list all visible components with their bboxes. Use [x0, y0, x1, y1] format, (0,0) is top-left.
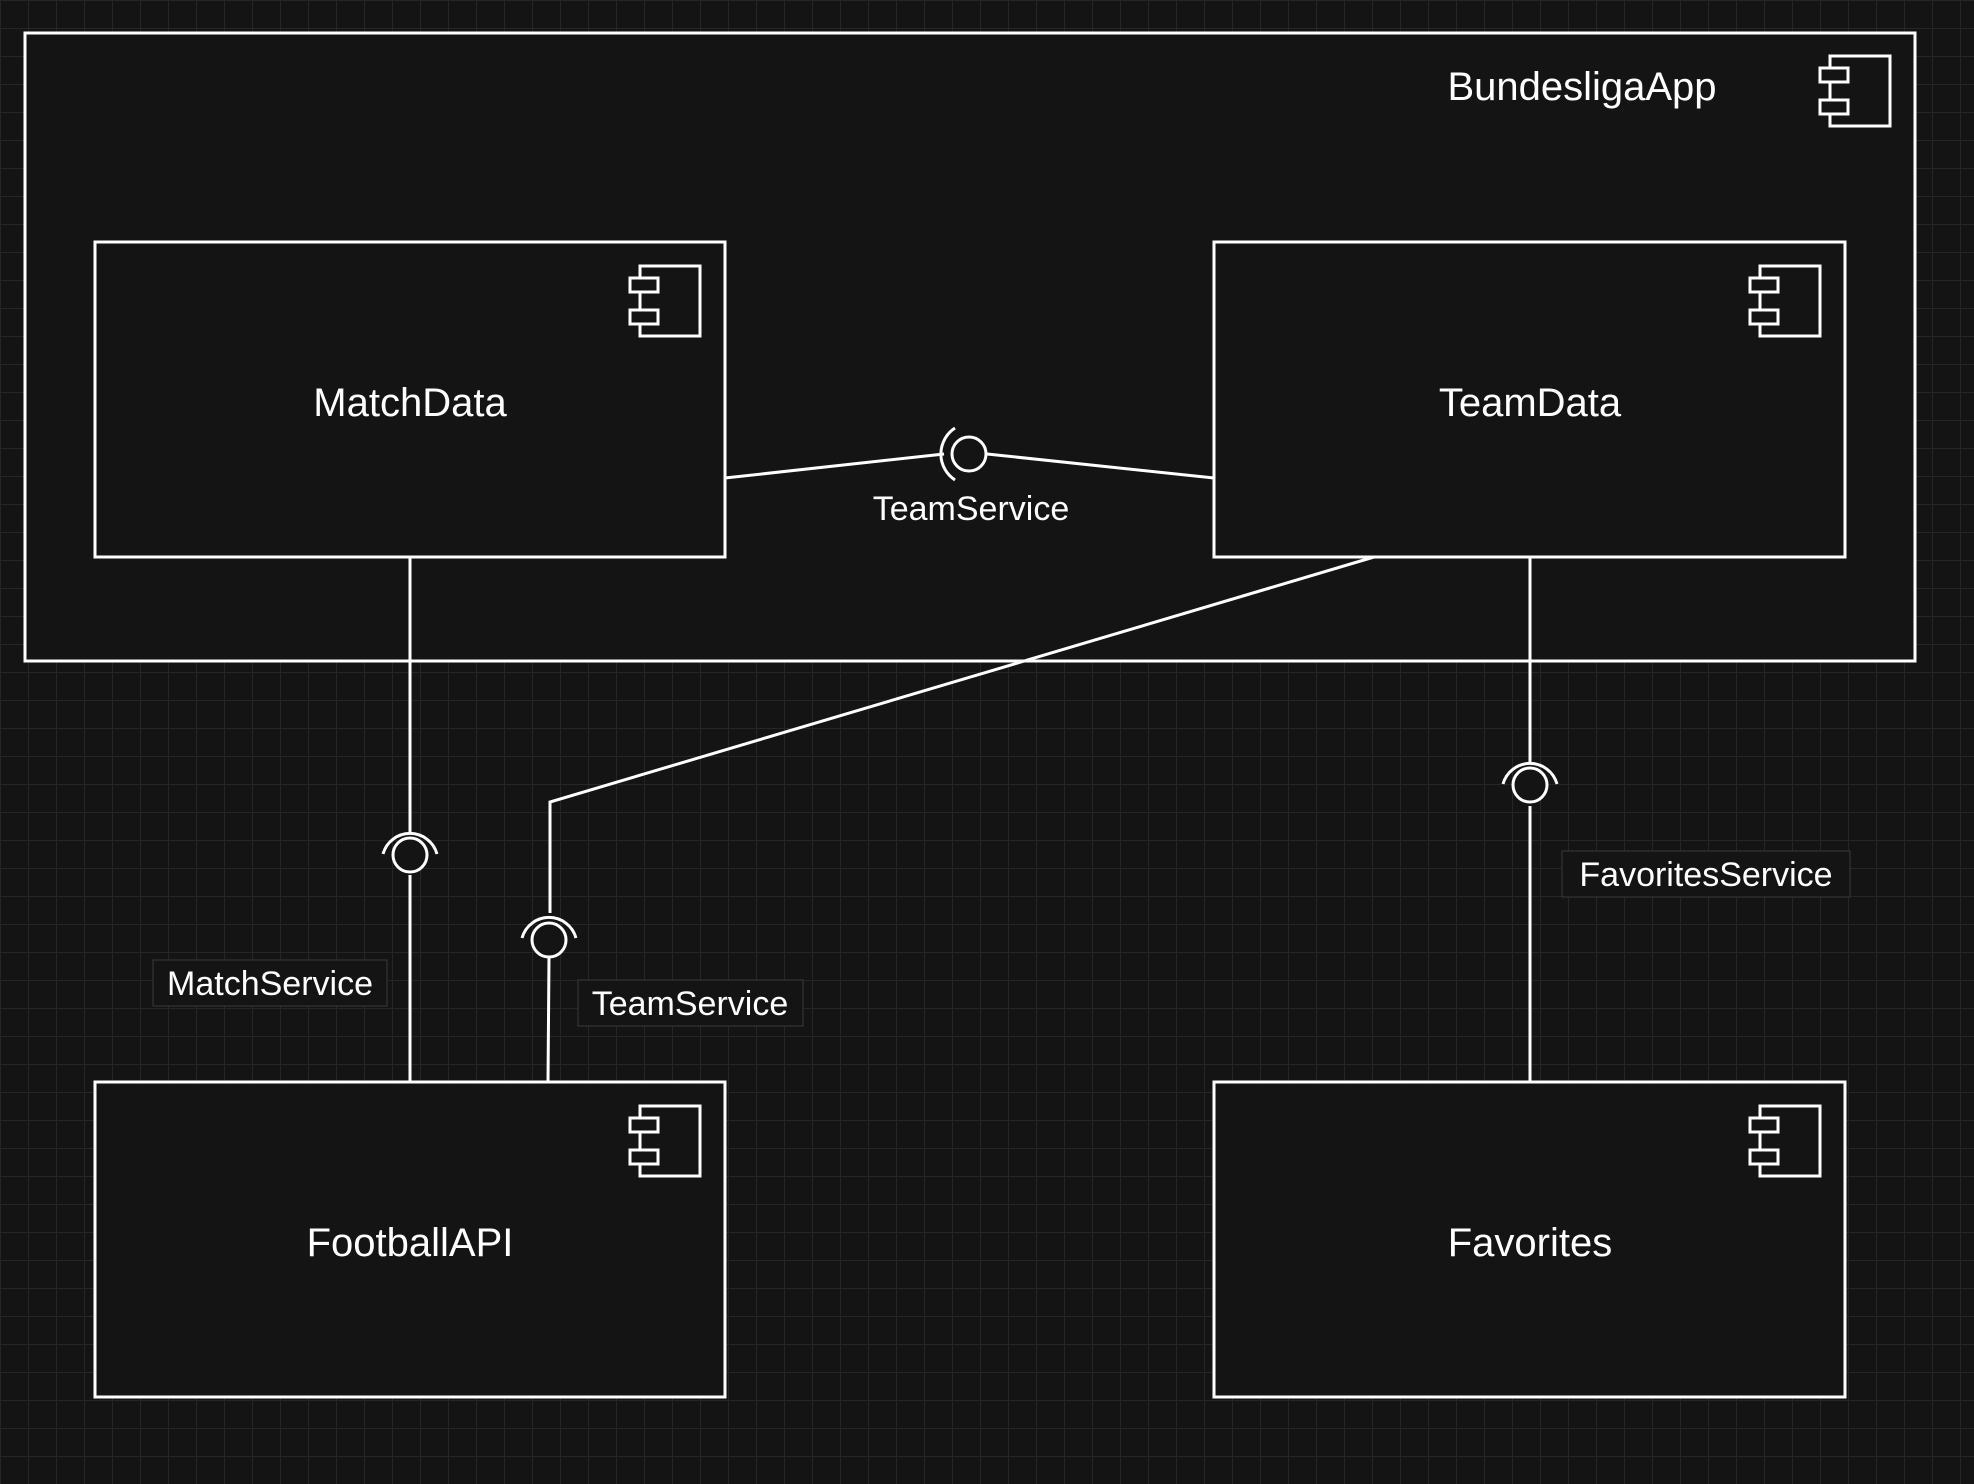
- component-footballapi[interactable]: FootballAPI: [93, 1080, 727, 1399]
- component-title: MatchData: [313, 381, 507, 425]
- interface-label: TeamService: [592, 985, 789, 1023]
- interface-label: TeamService: [873, 490, 1070, 528]
- uml-component-icon: [628, 1104, 702, 1178]
- interface-label: MatchService: [167, 965, 373, 1003]
- container-title: BundesligaApp: [1447, 65, 1716, 109]
- component-teamdata[interactable]: TeamData: [1212, 240, 1847, 559]
- component-title: Favorites: [1448, 1221, 1613, 1265]
- component-title: FootballAPI: [307, 1221, 514, 1265]
- uml-component-icon: [1818, 54, 1892, 128]
- uml-component-icon: [1748, 264, 1822, 338]
- interface-label: FavoritesService: [1579, 856, 1832, 894]
- component-title: TeamData: [1439, 381, 1622, 425]
- connector-team-api[interactable]: [546, 555, 1375, 1083]
- component-favorites[interactable]: Favorites: [1212, 1080, 1847, 1399]
- interface-favorites-service[interactable]: FavoritesService: [1501, 761, 1851, 898]
- interface-match-service[interactable]: MatchService: [152, 831, 439, 1007]
- interface-team-service-api[interactable]: TeamService: [520, 915, 804, 1027]
- uml-component-icon: [1748, 1104, 1822, 1178]
- uml-component-icon: [628, 264, 702, 338]
- connector-match-team[interactable]: [724, 452, 1215, 480]
- interface-team-service-internal[interactable]: TeamService: [873, 426, 1070, 528]
- component-matchdata[interactable]: MatchData: [93, 240, 727, 559]
